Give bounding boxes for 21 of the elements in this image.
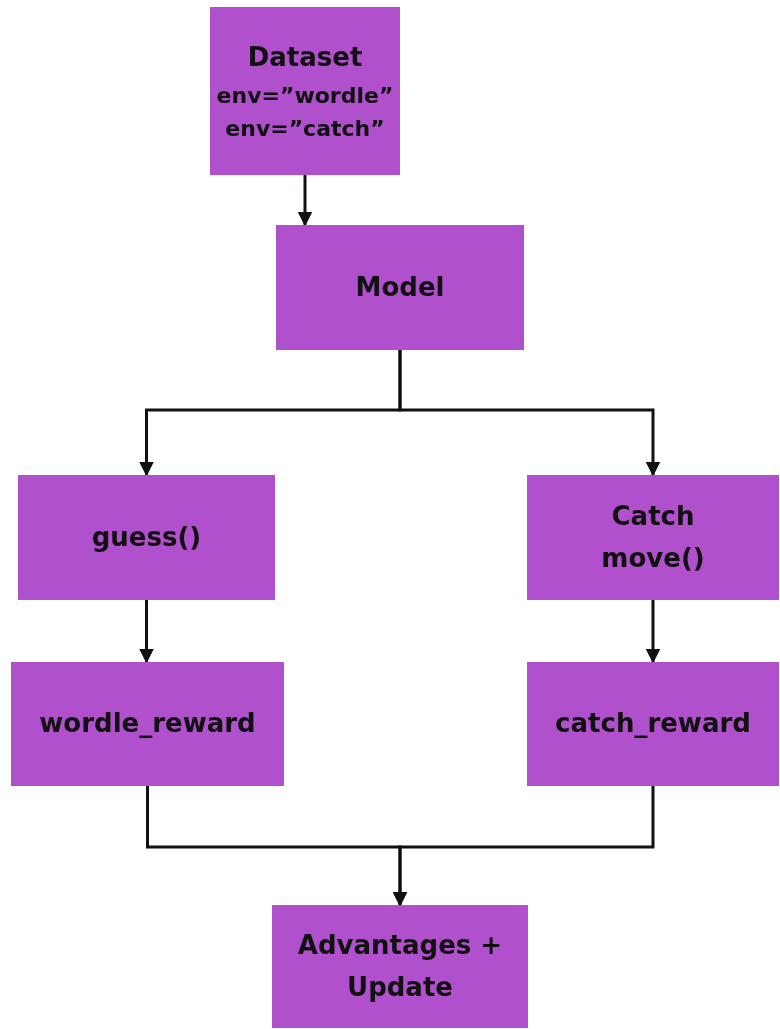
node-label: Advantages + Update [296,928,504,1004]
node-heading: Dataset [247,41,363,75]
process-box [527,662,779,786]
node-label: guess() [91,520,202,554]
node-heading: Catch [611,499,695,533]
arrow [139,600,154,664]
process-box [18,475,275,600]
node-label: env=”wordle” env=”catch” [216,81,394,143]
node-label: Model [355,270,445,304]
process-box [276,225,524,350]
process-box [272,905,528,1028]
process-box [11,662,284,786]
arrow [392,786,655,907]
node-label: catch_reward [555,707,751,741]
arrow [297,175,313,227]
arrow [398,350,661,477]
process-box [210,7,400,175]
arrow [645,600,661,664]
process-box [527,475,779,600]
node-label: move() [601,541,705,575]
node-label: wordle_reward [39,707,256,741]
